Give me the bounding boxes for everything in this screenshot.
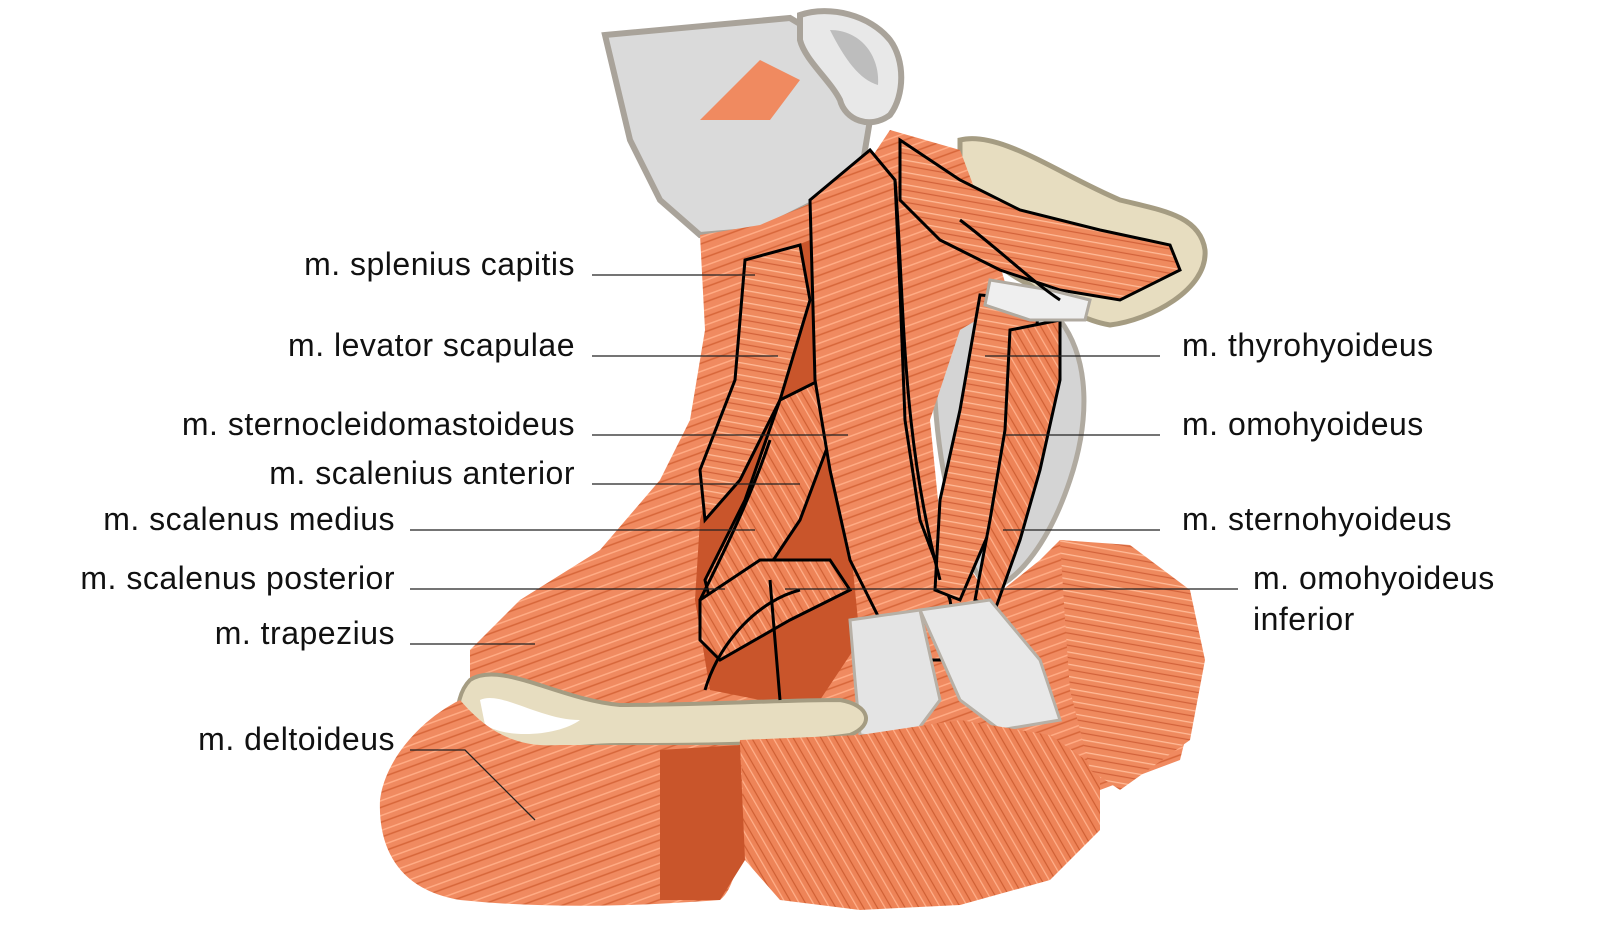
label-omohyoideus: m. omohyoideus [1182,406,1424,442]
label-omohyoideus-inferior-line1: m. omohyoideus [1253,560,1495,596]
label-thyrohyoideus: m. thyrohyoideus [1182,327,1434,363]
label-scalenus-medius: m. scalenus medius [103,501,395,537]
label-splenius-capitis: m. splenius capitis [304,246,575,282]
label-scalenius-anterior: m. scalenius anterior [269,455,575,491]
label-scalenus-posterior: m. scalenus posterior [80,560,395,596]
pectoral-muscle [735,720,1100,910]
label-sternohyoideus: m. sternohyoideus [1182,501,1452,537]
label-omohyoideus-inferior-line2: inferior [1253,601,1355,637]
label-sternocleidomastoideus: m. sternocleidomastoideus [182,406,575,442]
deltoid-shadow [660,745,745,900]
label-deltoideus: m. deltoideus [198,721,395,757]
label-trapezius: m. trapezius [215,615,395,651]
label-levator-scapulae: m. levator scapulae [288,327,575,363]
labels-right: m. thyrohyoideus m. omohyoideus m. stern… [1182,327,1495,637]
